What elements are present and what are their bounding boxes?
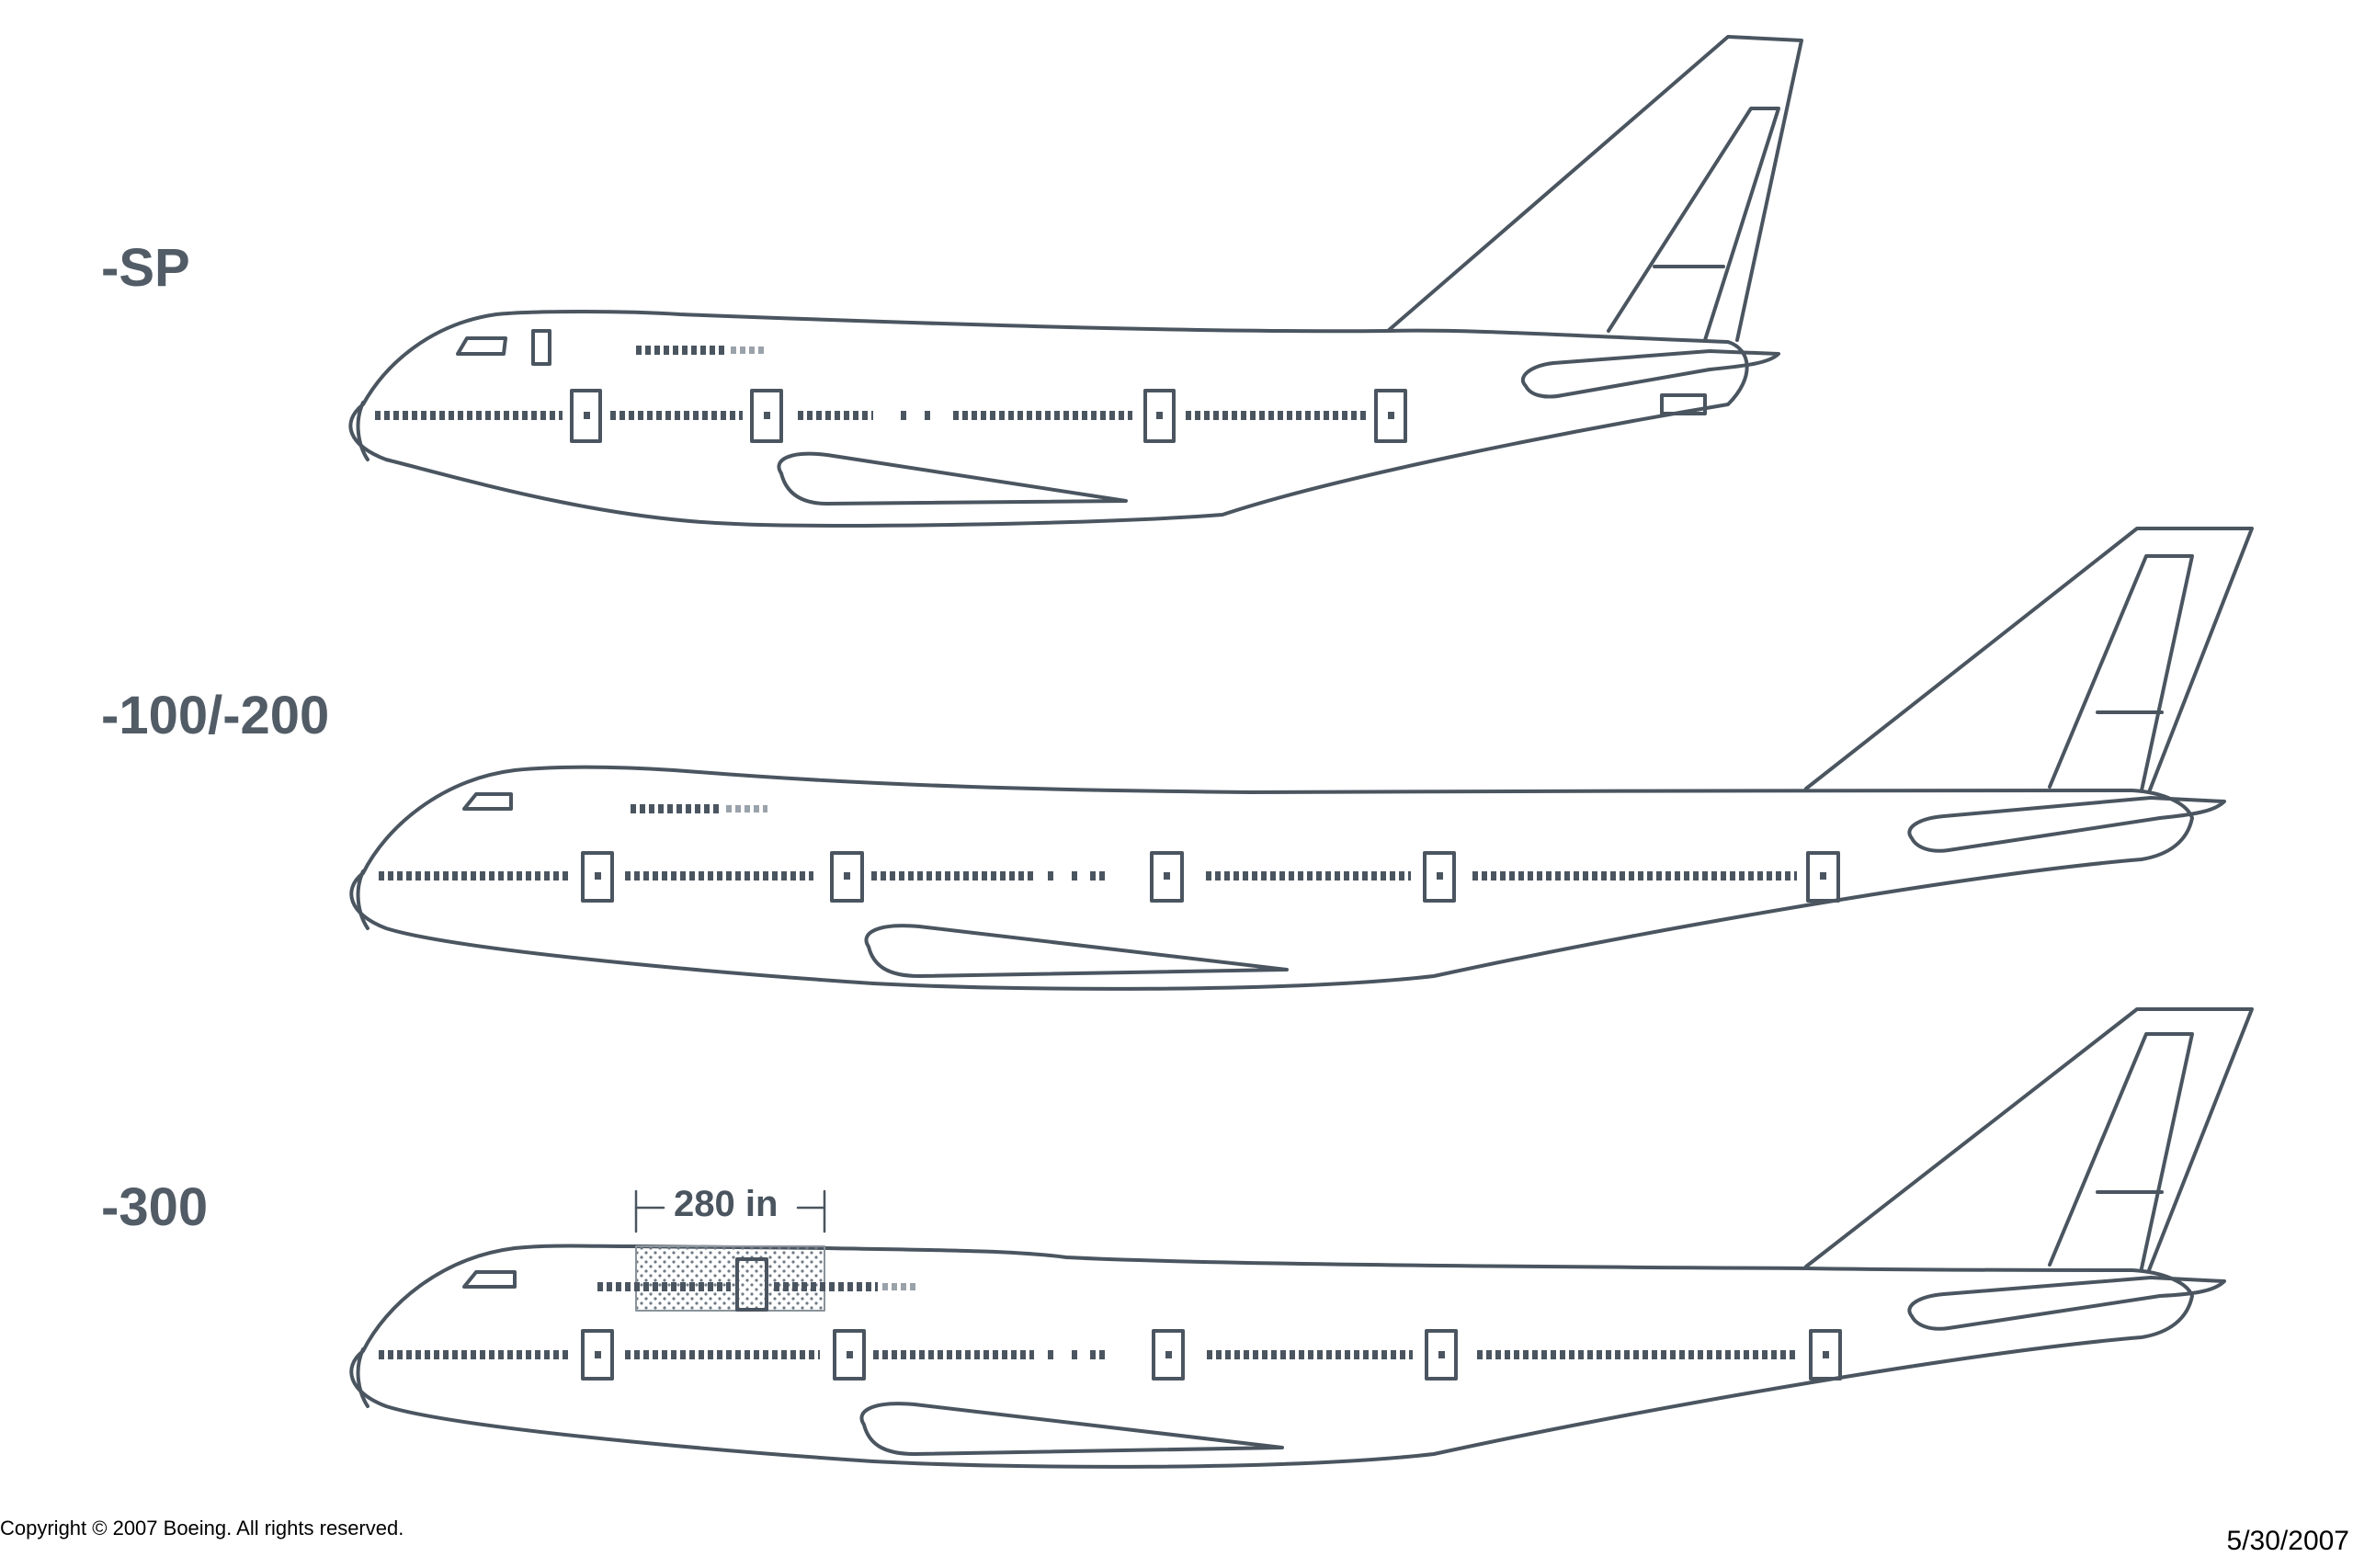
variant-label-100-200: -100/-200 <box>101 686 330 745</box>
aircraft-300 <box>349 1007 2254 1469</box>
main-door-5-100-200 <box>1806 851 1840 903</box>
rudder-sp <box>1607 107 1780 342</box>
main-door-5-300 <box>1809 1329 1842 1381</box>
fuselage-outline-sp <box>348 310 1749 528</box>
footer-date: 5/30/2007 <box>2226 1526 2349 1556</box>
nose-cap-300 <box>356 1347 369 1408</box>
main-door-3-sp <box>1143 389 1176 443</box>
main-door-4-300 <box>1425 1329 1458 1381</box>
aircraft-sp <box>348 35 1803 528</box>
dimension-label: 280 in <box>674 1184 779 1224</box>
main-door-3-100-200 <box>1150 851 1184 903</box>
wing-fairing-100-200 <box>864 924 1289 978</box>
main-door-3-300 <box>1152 1329 1185 1381</box>
tail-fin-sp <box>1386 35 1803 342</box>
main-door-1-300 <box>581 1329 614 1381</box>
stabilizer-sp <box>1520 349 1780 399</box>
variant-label-300: -300 <box>101 1177 209 1237</box>
wing-fairing-300 <box>859 1402 1284 1456</box>
cockpit-window-100-200 <box>462 792 513 811</box>
apu-door-sp <box>1660 393 1707 415</box>
fuselage-outline-300 <box>349 1244 2194 1469</box>
cockpit-window-300 <box>462 1270 517 1289</box>
stabilizer-300 <box>1907 1276 2226 1331</box>
fuselage-outline-100-200 <box>349 765 2194 991</box>
main-door-2-300 <box>833 1329 866 1381</box>
rudder-300 <box>2048 1032 2194 1270</box>
copyright-notice: Copyright © 2007 Boeing. All rights rese… <box>0 1517 404 1540</box>
stretched-upper-deck-area <box>635 1245 825 1312</box>
dimension-line-280in <box>634 1189 826 1233</box>
tail-fin-300 <box>1804 1007 2254 1272</box>
cockpit-window-sp <box>456 336 507 356</box>
main-door-1-sp <box>570 389 602 443</box>
stabilizer-100-200 <box>1907 796 2226 853</box>
variant-label-sp: -SP <box>101 238 190 298</box>
rudder-100-200 <box>2048 554 2194 792</box>
upper-deck-door-300 <box>735 1257 768 1312</box>
main-door-2-100-200 <box>830 851 864 903</box>
aircraft-100-200 <box>349 527 2254 991</box>
main-door-2-sp <box>750 389 783 443</box>
nose-cap-100-200 <box>356 869 369 930</box>
main-door-1-100-200 <box>581 851 614 903</box>
tail-fin-100-200 <box>1804 527 2254 794</box>
nose-cap-sp <box>356 401 369 461</box>
main-door-4-sp <box>1374 389 1407 443</box>
wing-fairing-sp <box>777 451 1128 506</box>
upper-door-sp <box>531 329 551 366</box>
main-door-4-100-200 <box>1423 851 1456 903</box>
